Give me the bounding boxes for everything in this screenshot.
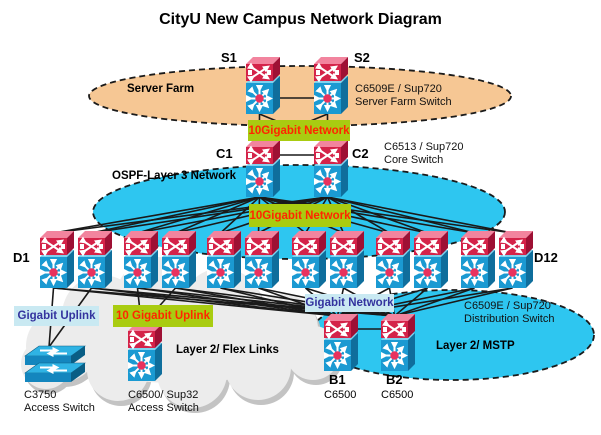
switch-icon-C2 — [313, 140, 348, 197]
label-d12: D12 — [534, 250, 558, 265]
ten-gigabit-network-badge-mid: 10Gigabit Network — [249, 204, 351, 227]
ten-gigabit-uplink-badge: 10 Gigabit Uplink — [113, 305, 213, 327]
flex-links-label: Layer 2/ Flex Links — [176, 344, 279, 356]
c6500-access-note-line1: C6500/ Sup32 — [128, 389, 199, 401]
switch-icon-S2 — [313, 57, 348, 114]
stack-switch-icon-c3750 — [24, 345, 86, 382]
switch-icon-B2 — [380, 314, 415, 371]
switch-icon-D5 — [206, 231, 241, 288]
ten-gigabit-network-badge-top: 10Gigabit Network — [248, 120, 350, 141]
switch-icon-c6500a — [127, 324, 162, 381]
distribution-switch-note-line2: Distribution Switch — [464, 313, 555, 325]
core-switch-note-line1: C6513 / Sup720 — [384, 141, 464, 153]
ospf-label: OSPF-Layer 3 Network — [112, 170, 236, 182]
gigabit-uplink-badge: Gigabit Uplink — [14, 306, 99, 326]
c6500-access-note-line2: Access Switch — [128, 402, 199, 414]
server-farm-switch-note-line2: Server Farm Switch — [355, 96, 452, 108]
core-switch-note-line2: Core Switch — [384, 154, 444, 166]
switch-icon-C1 — [245, 140, 280, 197]
switch-icon-D11 — [460, 231, 495, 288]
distribution-switch-note-line1: C6509E / Sup720 — [464, 300, 551, 312]
switch-icon-D12 — [498, 231, 533, 288]
switch-icon-D4 — [161, 231, 196, 288]
label-b2-model: C6500 — [381, 389, 414, 401]
diagram-title: CityU New Campus Network Diagram — [159, 11, 442, 28]
label-s2: S2 — [354, 50, 370, 65]
label-s1: S1 — [221, 50, 237, 65]
server-farm-label: Server Farm — [127, 83, 195, 95]
switch-icon-B1 — [323, 314, 358, 371]
switch-icon-D2 — [77, 231, 112, 288]
switch-icon-D7 — [291, 231, 326, 288]
label-c2: C2 — [352, 146, 369, 161]
label-d1: D1 — [13, 250, 30, 265]
mstp-label: Layer 2/ MSTP — [436, 340, 515, 352]
switch-icon-D9 — [375, 231, 410, 288]
c3750-access-note-line1: C3750 — [24, 389, 57, 401]
switch-icon-D8 — [329, 231, 364, 288]
label-c1: C1 — [216, 146, 233, 161]
server-farm-switch-note-line1: C6509E / Sup720 — [355, 83, 442, 95]
label-b2: B2 — [386, 372, 403, 387]
server-farm-ellipse — [88, 65, 512, 127]
label-b1: B1 — [329, 372, 346, 387]
gigabit-network-badge: Gigabit Network — [305, 294, 394, 312]
switch-icon-D1 — [39, 231, 74, 288]
c3750-access-note-line2: Access Switch — [24, 402, 95, 414]
label-b1-model: C6500 — [324, 389, 357, 401]
switch-icon-S1 — [245, 57, 280, 114]
switch-icon-D6 — [244, 231, 279, 288]
switch-icon-D10 — [413, 231, 448, 288]
switch-icon-D3 — [123, 231, 158, 288]
